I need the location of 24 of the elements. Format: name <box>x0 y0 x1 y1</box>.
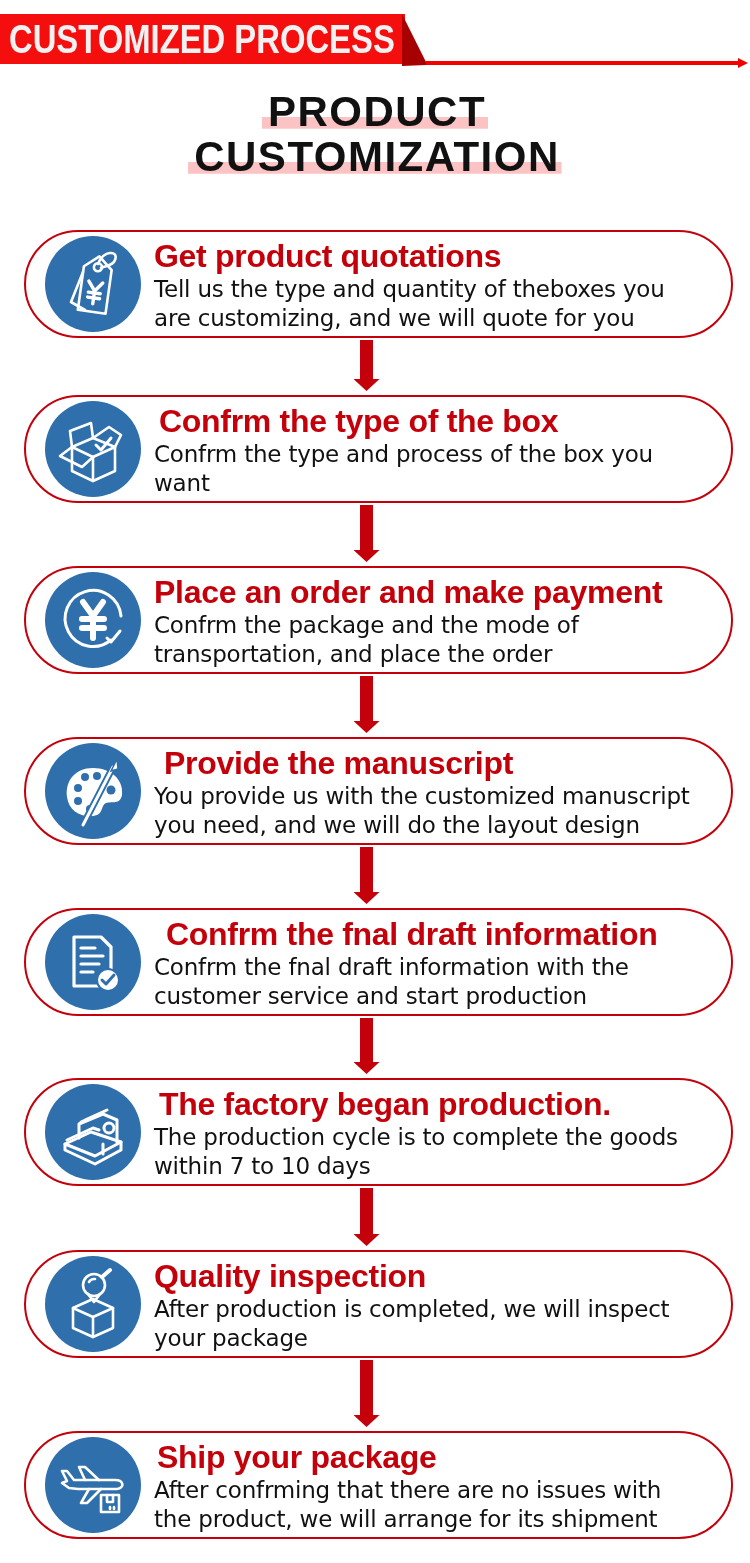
step-title: Ship your package <box>157 1438 437 1476</box>
step-title: Confrm the fnal draft information <box>166 915 658 953</box>
arrow <box>353 1018 380 1074</box>
step-title: The factory began production. <box>159 1085 611 1123</box>
step-description: Confrm the type and process of the box you want <box>154 439 654 498</box>
step-description: The production cycle is to complete the goods within 7 to 10 days <box>154 1122 679 1181</box>
arrow <box>353 505 380 562</box>
arrow <box>353 1188 380 1246</box>
step-description: Confrm the package and the mode of transportation, and place the order <box>154 610 581 669</box>
step-title: Place an order and make payment <box>154 573 663 611</box>
title: CUSTOMIZED PROCESS <box>9 16 395 63</box>
arrow <box>353 1360 380 1427</box>
step-title: Get product quotations <box>154 237 502 275</box>
step-description: Tell us the type and quantity of theboxes you are customizing, and we will quote for you <box>154 274 666 333</box>
arrow <box>353 847 380 904</box>
arrow <box>353 340 380 391</box>
arrow <box>353 676 380 733</box>
step-title: Confrm the type of the box <box>159 402 559 440</box>
step-description: After confrming that there are no issues with the product, we will arrange for its shipment <box>154 1475 663 1534</box>
step-title: Quality inspection <box>154 1257 426 1295</box>
step-description: After production is completed, we will inspect your package <box>154 1294 671 1353</box>
step-description: You provide us with the customized manuscript you need, and we will do the layout design <box>154 781 691 840</box>
step-description: Confrm the fnal draft information with the customer service and start production <box>154 952 630 1011</box>
step-title: Provide the manuscript <box>164 744 514 782</box>
